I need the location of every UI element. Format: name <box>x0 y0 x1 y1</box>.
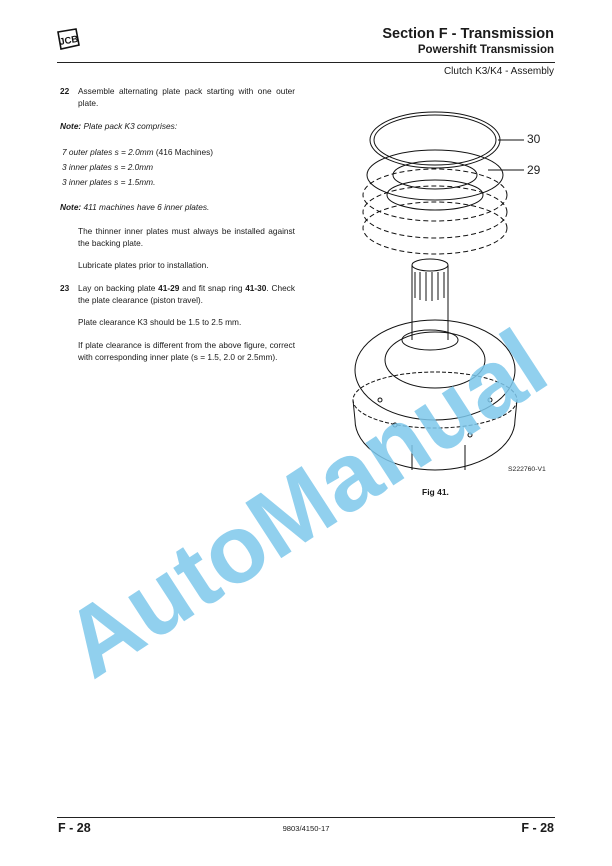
page-number-right: F - 28 <box>521 821 554 835</box>
svg-text:JCB: JCB <box>59 34 80 48</box>
plate-pack-item: 7 outer plates s = 2.0mm (416 Machines) <box>62 147 214 157</box>
document-number: 9803/4150-17 <box>282 824 330 833</box>
topic-title: Clutch K3/K4 - Assembly <box>443 66 554 77</box>
page-number-left: F - 28 <box>58 821 91 835</box>
callout-30: 30 <box>527 132 541 146</box>
step-text: Assemble alternating plate pack starting… <box>78 86 295 108</box>
header-rule <box>57 62 555 63</box>
section-title: Section F - Transmission <box>382 26 554 42</box>
step-number: 22 <box>60 86 70 96</box>
step-text: Lay on backing plate 41-29 and fit snap … <box>78 283 295 305</box>
subsection-title: Powershift Transmission <box>417 44 554 56</box>
footer-rule <box>57 817 555 818</box>
figure-reference-code: S222760-V1 <box>508 466 546 473</box>
note-text: 411 machines have 6 inner plates. <box>81 202 210 212</box>
note-plate-pack: Note: Plate pack K3 comprises: <box>60 121 177 133</box>
step-22: 22 Assemble alternating plate pack start… <box>60 86 295 109</box>
part-ref: 41-30 <box>245 283 267 293</box>
paragraph-lubricate: Lubricate plates prior to installation. <box>78 260 209 270</box>
note-text: Plate pack K3 comprises: <box>81 121 178 131</box>
note-label: Note: <box>60 121 82 131</box>
step-number: 23 <box>60 283 70 293</box>
note-411-machines: Note: 411 machines have 6 inner plates. <box>60 202 209 214</box>
jcb-logo: JCB <box>57 28 80 50</box>
callout-29: 29 <box>527 163 541 177</box>
paragraph-clearance-correction: If plate clearance is different from the… <box>78 340 295 362</box>
figure-caption: Fig 41. <box>422 487 449 497</box>
paragraph-clearance-spec: Plate clearance K3 should be 1.5 to 2.5 … <box>78 317 242 327</box>
plate-pack-item: 3 inner plates s = 1.5mm. <box>62 177 156 187</box>
plate-pack-item: 3 inner plates s = 2.0mm <box>62 162 154 172</box>
paragraph-thinner-plates: The thinner inner plates must always be … <box>78 226 295 248</box>
note-label: Note: <box>60 202 82 212</box>
clutch-assembly-illustration <box>352 111 524 471</box>
step-23: 23 Lay on backing plate 41-29 and fit sn… <box>60 283 295 306</box>
part-ref: 41-29 <box>158 283 180 293</box>
